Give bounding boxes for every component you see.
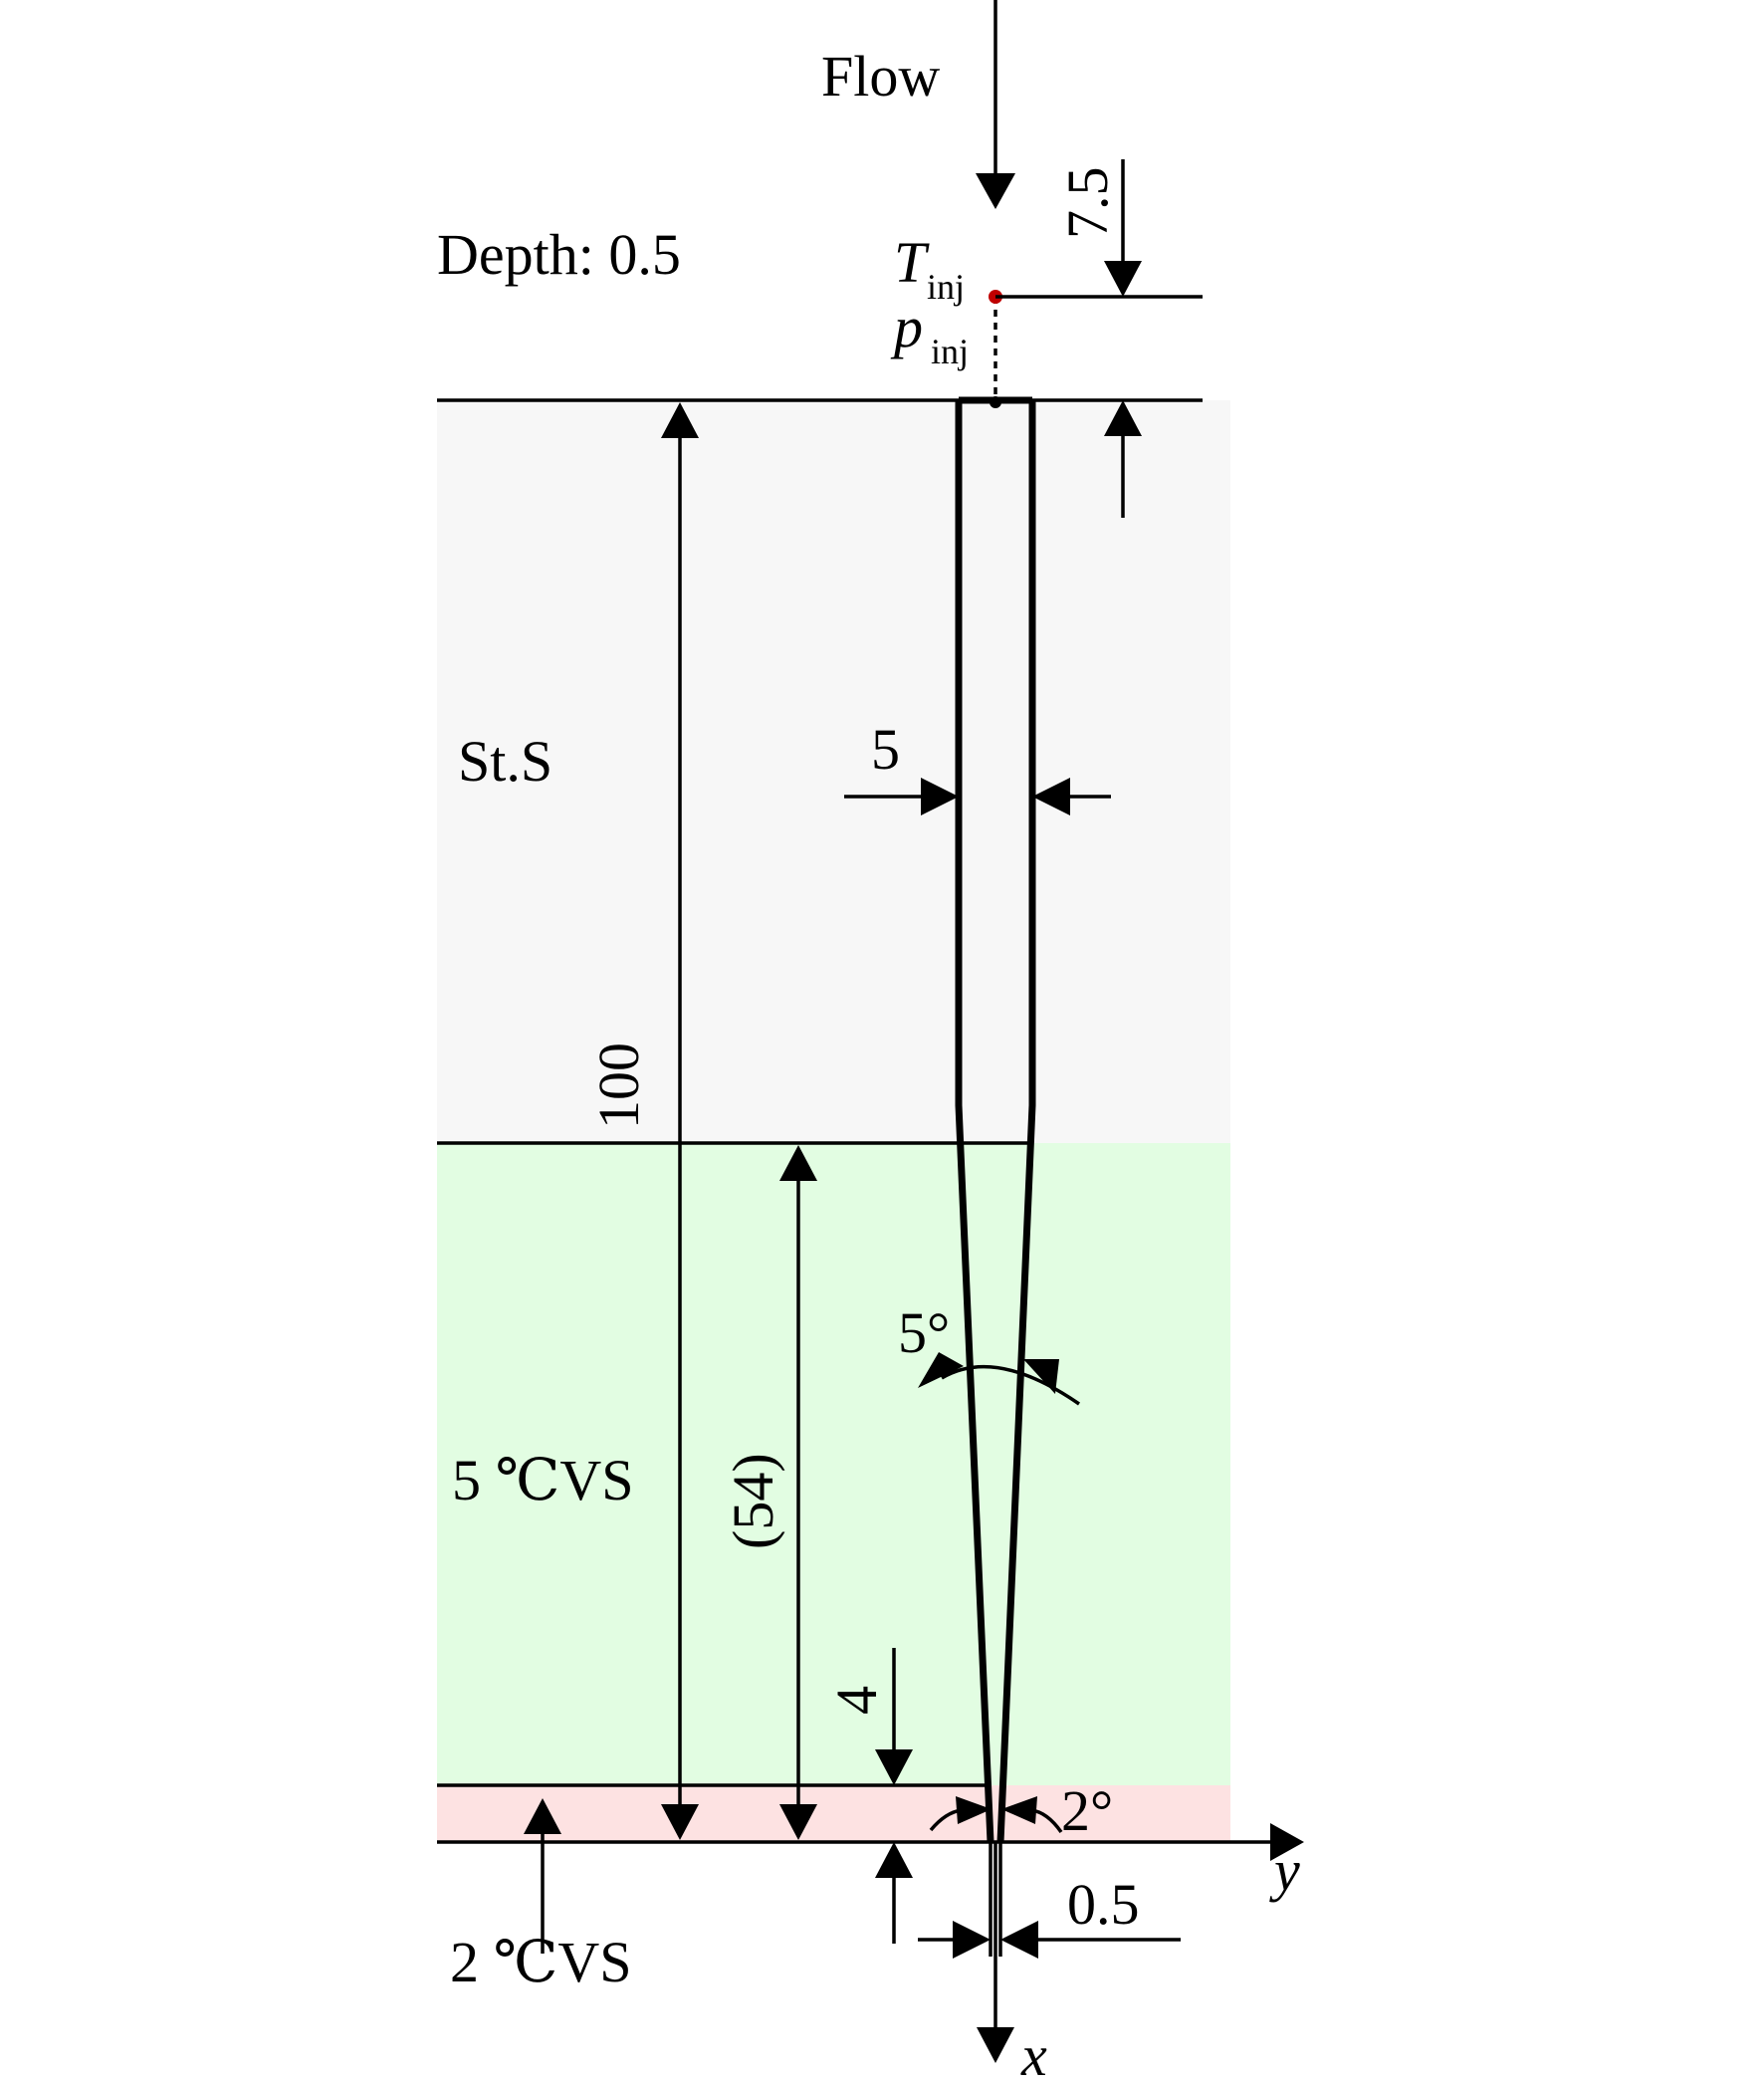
dim-width-left-arrowhead [921,778,959,815]
dim-total-length-bottom-arrowhead [661,1804,699,1840]
dim-mid-length-value: (54) [721,1453,785,1549]
dim-top-offset-value: 7.5 [1055,167,1120,240]
dim-total-length-value: 100 [586,1042,651,1129]
p-inj-label: p [890,295,923,359]
dim-mid-length-bottom-arrowhead [779,1804,817,1840]
region-bottom-label: 2 ℃VS [450,1930,632,1994]
axis-x-label: x [1020,2023,1047,2085]
region-bottom-pointer-arrowhead [524,1798,561,1834]
dim-total-length-top-arrowhead [661,402,699,438]
p-inj-subscript: inj [931,332,969,371]
taper-angle-left-arrowhead [918,1352,964,1388]
region-top-fill [437,400,1230,1143]
region-bottom-fill [437,1785,1230,1842]
dim-bottom-length-value: 4 [824,1686,889,1715]
region-mid-fill [437,1143,1230,1785]
depth-label: Depth: 0.5 [437,222,681,287]
dim-tip-width-value: 0.5 [1067,1872,1140,1937]
dim-tip-width-left-arrowhead [953,1921,991,1959]
flow-arrowhead [976,173,1015,209]
dim-top-offset-upper-arrowhead [1104,261,1142,297]
dim-width-value: 5 [871,717,900,782]
channel-right-wall [996,400,1036,1843]
dim-tip-width-right-arrowhead [1000,1921,1038,1959]
region-mid-label: 5 ℃VS [452,1448,634,1512]
tip-angle-right-arrowhead [1001,1796,1037,1824]
x-axis-arrowhead [977,2027,1014,2063]
dim-bottom-length-lower-arrowhead [875,1842,913,1878]
axis-y-label: y [1269,1838,1300,1903]
region-top-label: St.S [458,729,552,794]
dim-mid-length-top-arrowhead [779,1145,817,1181]
dim-top-offset-lower-arrowhead [1104,400,1142,436]
y-axis-arrowhead [1270,1823,1304,1861]
taper-angle-right-arrowhead [1023,1359,1059,1394]
dim-width-right-arrowhead [1032,778,1070,815]
t-inj-subscript: inj [927,267,965,307]
t-inj-label: T [894,230,930,295]
channel-left-wall [955,400,994,1843]
taper-angle-arc [941,1364,1080,1406]
taper-angle-value: 5° [898,1300,950,1365]
tip-angle-value: 2° [1061,1778,1113,1843]
flow-label: Flow [821,44,940,109]
tip-angle-left-arrowhead [956,1796,992,1824]
dim-bottom-length-upper-arrowhead [875,1749,913,1785]
